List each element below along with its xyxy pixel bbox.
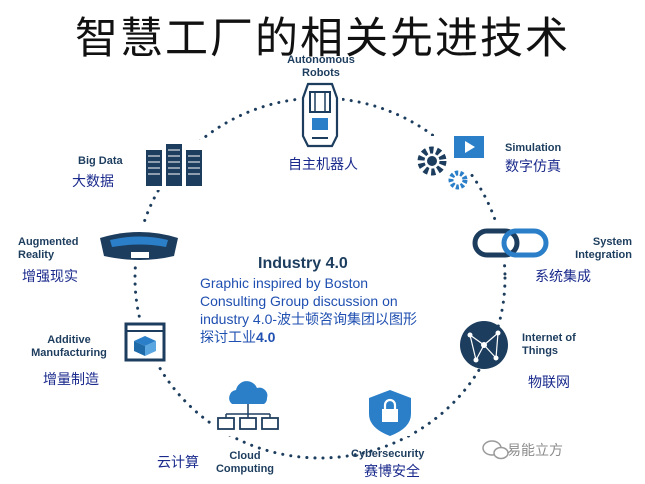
label-iot-en: Internet of Things xyxy=(522,332,576,358)
network-sphere-icon xyxy=(460,321,508,369)
label-iot-en-line2: Things xyxy=(522,345,559,357)
label-additive-en-line1: Additive xyxy=(47,334,91,346)
label-cloud-zh: 云计算 xyxy=(157,455,199,471)
label-cyber-en: Cybersecurity xyxy=(351,448,425,460)
label-ar-zh: 增强现实 xyxy=(22,269,78,285)
label-additive-en: Additive Manufacturing xyxy=(24,334,114,360)
label-simulation-zh: 数字仿真 xyxy=(505,159,561,175)
label-integration-en-line1: System xyxy=(592,236,632,248)
vr-goggles-icon xyxy=(96,226,182,262)
label-robots-en-line1: Autonomous xyxy=(287,54,355,66)
label-robots-zh: 自主机器人 xyxy=(288,157,358,173)
printer-cube-icon xyxy=(120,318,168,366)
label-cloud-en-line2: Computing xyxy=(215,463,275,475)
center-description-line1: Graphic inspired by Boston xyxy=(200,275,369,291)
label-integration-zh: 系统集成 xyxy=(535,269,591,285)
label-bigdata-en: Big Data xyxy=(78,155,123,167)
label-bigdata-zh: 大数据 xyxy=(72,174,114,190)
center-description-line4-a: 探讨工业 xyxy=(200,329,256,345)
wechat-icon xyxy=(482,440,509,460)
label-integration-en: System Integration xyxy=(548,236,632,262)
label-ar-en-line1: Augmented xyxy=(18,236,79,248)
page-title: 智慧工厂的相关先进技术 xyxy=(75,14,570,64)
server-rack-icon xyxy=(142,140,208,190)
shield-lock-icon xyxy=(366,386,414,436)
label-iot-en-line1: Internet of xyxy=(522,332,576,344)
center-heading: Industry 4.0 xyxy=(258,255,348,272)
label-cyber-zh: 赛博安全 xyxy=(364,464,420,480)
label-integration-en-line2: Integration xyxy=(575,249,632,261)
center-description-line2: Consulting Group discussion on xyxy=(200,293,398,309)
label-ar-en-line2: Reality xyxy=(18,249,55,261)
label-robots-en: Autonomous Robots xyxy=(286,54,356,80)
gears-video-icon xyxy=(410,136,484,192)
label-ar-en: Augmented Reality xyxy=(18,236,79,262)
robot-arm-icon xyxy=(300,78,342,152)
label-simulation-en: Simulation xyxy=(505,142,562,154)
label-cloud-en-line1: Cloud xyxy=(229,450,261,462)
center-description-line3: industry 4.0-波士顿咨询集团以图形 xyxy=(200,311,418,327)
label-robots-en-line2: Robots xyxy=(302,67,340,79)
center-description-line4-b: 4.0 xyxy=(256,329,276,345)
cloud-computers-icon xyxy=(214,381,279,436)
center-description-line4: 探讨工业4.0 xyxy=(200,328,460,346)
watermark-text: 易能立方 xyxy=(507,443,563,459)
label-iot-zh: 物联网 xyxy=(528,375,570,391)
chain-link-icon xyxy=(470,224,552,262)
center-description: Graphic inspired by Boston Consulting Gr… xyxy=(200,274,460,346)
label-additive-zh: 增量制造 xyxy=(43,372,99,388)
label-cloud-en: Cloud Computing xyxy=(210,450,280,476)
label-additive-en-line2: Manufacturing xyxy=(31,347,107,359)
